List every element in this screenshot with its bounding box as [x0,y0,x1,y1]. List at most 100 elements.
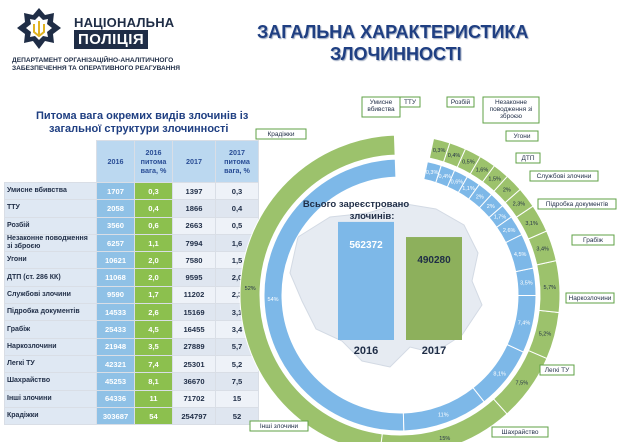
brand-line-1: НАЦІОНАЛЬНА [74,15,175,30]
cell-2017: 9595 [172,268,216,287]
svg-text:Угони: Угони [514,133,531,140]
row-name: Легкі ТУ [4,354,97,374]
inner-ring-label: 2,6% [503,228,516,234]
cell-2016: 1707 [96,181,135,201]
callout-5: ДТП [515,152,541,164]
inner-ring-2016 [263,158,537,432]
svg-text:вбивства: вбивства [367,105,395,113]
cell-2017: 25301 [172,354,216,374]
cell-2016: 64336 [96,389,135,408]
cell-2016: 3560 [96,216,135,235]
svg-text:Крадіжки: Крадіжки [267,130,294,138]
cell-2016-share: 2,0 [134,268,173,287]
outer-ring-segment [493,175,521,204]
cell-2016-share: 54 [134,406,173,426]
svg-text:Грабіж: Грабіж [583,236,604,244]
cell-2016-share: 2,6 [134,303,173,322]
row-name: ДТП (ст. 286 КК) [4,268,97,287]
svg-text:ДТП: ДТП [521,155,534,162]
outer-ring-label: 3,4% [536,247,549,253]
cell-2017-share: 0,5 [215,216,259,235]
callout-6: Службові злочини [529,170,599,182]
cell-2017-share: 52 [215,406,259,426]
inner-ring-label: 7,4% [518,321,531,327]
callout-7: Підробка документів [537,198,617,210]
cell-2016: 14533 [96,303,135,322]
bar-category-label: 2017 [422,345,446,357]
svg-text:зброєю: зброєю [500,112,522,120]
inner-ring-label: 11% [438,412,449,418]
callout-10: Легкі ТУ [539,364,575,376]
cell-2016: 9590 [96,285,135,305]
outer-ring-segment [504,188,534,218]
outer-ring-label: 2,3% [513,202,526,208]
svg-text:Підробка документів: Підробка документів [546,200,609,208]
department-line-1: ДЕПАРТАМЕНТ ОРГАНІЗАЦІЙНО-АНАЛІТИЧНОГО [12,57,174,64]
svg-text:Наркозлочини: Наркозлочини [569,295,612,302]
outer-ring-label: 2% [503,188,511,194]
row-name: Незаконне поводження зі зброєю [4,233,97,253]
outer-ring-segment [428,137,451,163]
outer-ring-segment [492,349,548,415]
cell-2017: 11202 [172,285,216,305]
outer-ring-label: 0,5% [462,159,475,165]
outer-ring-label: 15% [439,436,450,442]
outer-ring-segment [527,230,557,266]
cell-2016-share: 7,4 [134,354,173,374]
outer-ring-segment [481,165,509,192]
page-title-line-1: ЗАГАЛЬНА ХАРАКТЕРИСТИКА [257,22,529,42]
inner-ring-segment [402,386,485,432]
row-name: Шахрайство [4,372,97,391]
inner-ring-segment [472,343,525,403]
outer-ring-segment [527,309,560,360]
ring-percent-labels: 52%15%7,5%5,2%5,7%3,4%3,1%2,3%2%1,5%1,6%… [245,148,557,442]
inner-ring-label: 54% [268,297,279,303]
row-name: ТТУ [4,199,97,218]
row-name: Розбій [4,216,97,235]
cell-2016-share: 3,5 [134,337,173,356]
outer-ring-label: 0,4% [448,153,461,159]
bar-2016 [338,221,394,340]
callout-8: Грабіж [571,234,615,246]
cell-2016-share: 1,7 [134,285,173,305]
cell-2017-share: 0,3 [215,181,259,201]
inner-ring-segment [435,164,456,188]
row-name: Угони [4,251,97,270]
header-2016: 2016 [96,140,135,183]
outer-ring-label: 1,6% [476,167,489,173]
cell-2016: 2058 [96,199,135,218]
row-name: Інші злочини [4,389,97,408]
cell-2016-share: 0,3 [134,181,173,201]
header-2017-share: 2017 питома вага, % [215,140,259,183]
callout-4: Угони [505,130,539,142]
outer-ring-label: 1,5% [488,177,501,183]
outer-ring-label: 5,2% [539,331,552,337]
header-2016-share: 2016 питома вага, % [134,140,173,183]
inner-ring-label: 8,1% [493,372,506,378]
cell-2016-share: 0,6 [134,216,173,235]
table-caption-line-1: Питома вага окремих видів злочинів із [36,110,249,122]
cell-2017: 254797 [172,406,216,426]
brand-line-2: ПОЛІЦІЯ [74,30,149,49]
row-name: Крадіжки [4,406,97,426]
row-name: Підробка документів [4,303,97,322]
cell-2017: 27889 [172,337,216,356]
outer-ring-segment [380,398,508,442]
cell-2016-share: 11 [134,389,173,408]
svg-text:поводження зі: поводження зі [490,105,533,113]
cell-2016: 21948 [96,337,135,356]
callout-11: Шахрайство [491,426,549,438]
svg-text:Умисне: Умисне [370,99,393,106]
inner-ring-label: 0,3% [426,170,439,176]
